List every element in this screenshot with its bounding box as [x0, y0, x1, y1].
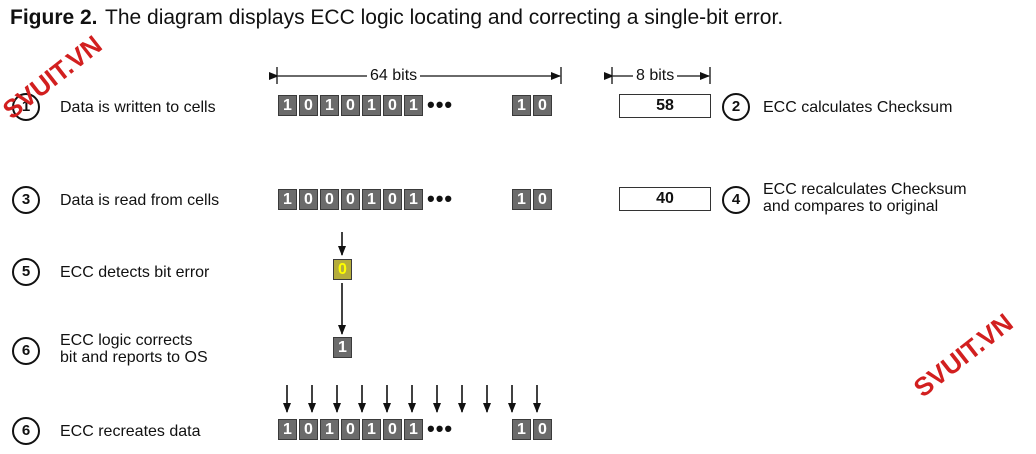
written-bit-cell: 1	[404, 95, 423, 116]
written-bit-cell: 0	[299, 95, 318, 116]
data-width-label: 64 bits	[367, 67, 421, 85]
read-bit-cell: 0	[320, 189, 339, 210]
read-bit-cell: 0	[383, 189, 402, 210]
read-bit-cell: 1	[278, 189, 297, 210]
recreated-bit-cell: 1	[404, 419, 423, 440]
written-bit-cell: 0	[341, 95, 360, 116]
read-bit-cell: 0	[341, 189, 360, 210]
step-4-badge: 4	[722, 186, 750, 214]
recreated-bit-cell: 1	[278, 419, 297, 440]
step-4-label-line2: and compares to original	[763, 198, 939, 215]
step-5-badge: 5	[12, 258, 40, 286]
read-bit-cell: 1	[362, 189, 381, 210]
read-ellipsis: •••	[427, 186, 454, 211]
corrected-bit-cell: 1	[333, 337, 352, 358]
figure-caption: Figure 2. The diagram displays ECC logic…	[10, 6, 783, 30]
recreated-bit-cell: 1	[320, 419, 339, 440]
written-ellipsis: •••	[427, 92, 454, 117]
step-1-badge: 1	[12, 93, 40, 121]
error-bit-cell: 0	[333, 259, 352, 280]
recreated-bit-cell: 0	[299, 419, 318, 440]
read-bit-cell: 0	[533, 189, 552, 210]
recreated-bit-cell: 0	[533, 419, 552, 440]
checksum-width-label: 8 bits	[633, 67, 678, 85]
read-bit-cell: 0	[299, 189, 318, 210]
step-2-label: ECC calculates Checksum	[763, 99, 953, 116]
written-bit-cell: 1	[362, 95, 381, 116]
step-6-label-line1: ECC logic corrects	[60, 332, 193, 349]
read-bit-cell: 1	[404, 189, 423, 210]
recreated-bit-cell: 1	[512, 419, 531, 440]
step-6-badge: 6	[12, 337, 40, 365]
original-checksum-box: 58	[619, 94, 711, 118]
recreated-ellipsis: •••	[427, 416, 454, 441]
step-6b-label: ECC recreates data	[60, 423, 201, 440]
step-3-label: Data is read from cells	[60, 192, 220, 209]
recreated-bit-cell: 0	[383, 419, 402, 440]
written-bit-cell: 1	[278, 95, 297, 116]
written-bit-cell: 0	[383, 95, 402, 116]
step-5-label: ECC detects bit error	[60, 264, 210, 281]
read-bit-cell: 1	[512, 189, 531, 210]
step-3-badge: 3	[12, 186, 40, 214]
recalculated-checksum-box: 40	[619, 187, 711, 211]
step-6-label-line2: bit and reports to OS	[60, 349, 208, 366]
step-6b-badge: 6	[12, 417, 40, 445]
figure-description: The diagram displays ECC logic locating …	[105, 6, 784, 29]
recreate-arrow-group	[283, 385, 541, 413]
written-bit-cell: 0	[533, 95, 552, 116]
step-2-badge: 2	[722, 93, 750, 121]
written-bit-cell: 1	[320, 95, 339, 116]
figure-label: Figure 2.	[10, 6, 98, 29]
recreated-bit-cell: 0	[341, 419, 360, 440]
written-bit-cell: 1	[512, 95, 531, 116]
step-4-label-line1: ECC recalculates Checksum	[763, 181, 967, 198]
recreated-bit-cell: 1	[362, 419, 381, 440]
step-1-label: Data is written to cells	[60, 99, 216, 116]
